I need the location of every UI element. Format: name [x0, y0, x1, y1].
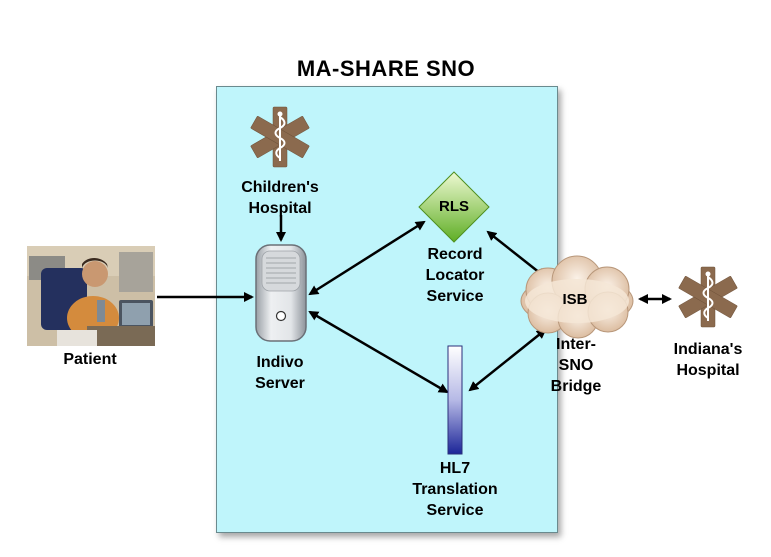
indivo-server-label: Indivo Server: [255, 354, 305, 392]
arrow-indivo-rls: [308, 220, 426, 296]
arrow-hl7-isb: [468, 328, 547, 392]
arrow-indivo-hl7: [308, 310, 449, 394]
arrow-rls-isb: [486, 230, 547, 279]
hl7-translation-bar-icon: [447, 345, 463, 455]
rls-diamond-icon: [418, 171, 490, 243]
indianas-hospital-label: Indiana's Hospital: [673, 341, 743, 379]
isb-symbol-label: ISB: [562, 291, 588, 308]
hl7-translation-service-label: HL7 Translation Service: [412, 460, 498, 519]
rls-symbol-label: RLS: [439, 198, 469, 215]
childrens-hospital-icon: [249, 106, 311, 168]
indianas-hospital-icon: [677, 266, 739, 328]
indivo-server-icon: [255, 244, 307, 342]
diagram-title: MA-SHARE SNO: [296, 56, 476, 81]
childrens-hospital-label: Children's Hospital: [241, 179, 319, 217]
patient-photo: [27, 246, 155, 346]
record-locator-service-label: Record Locator Service: [425, 246, 485, 305]
inter-sno-bridge-label: Inter- SNO Bridge: [550, 336, 602, 395]
patient-label: Patient: [63, 351, 117, 368]
